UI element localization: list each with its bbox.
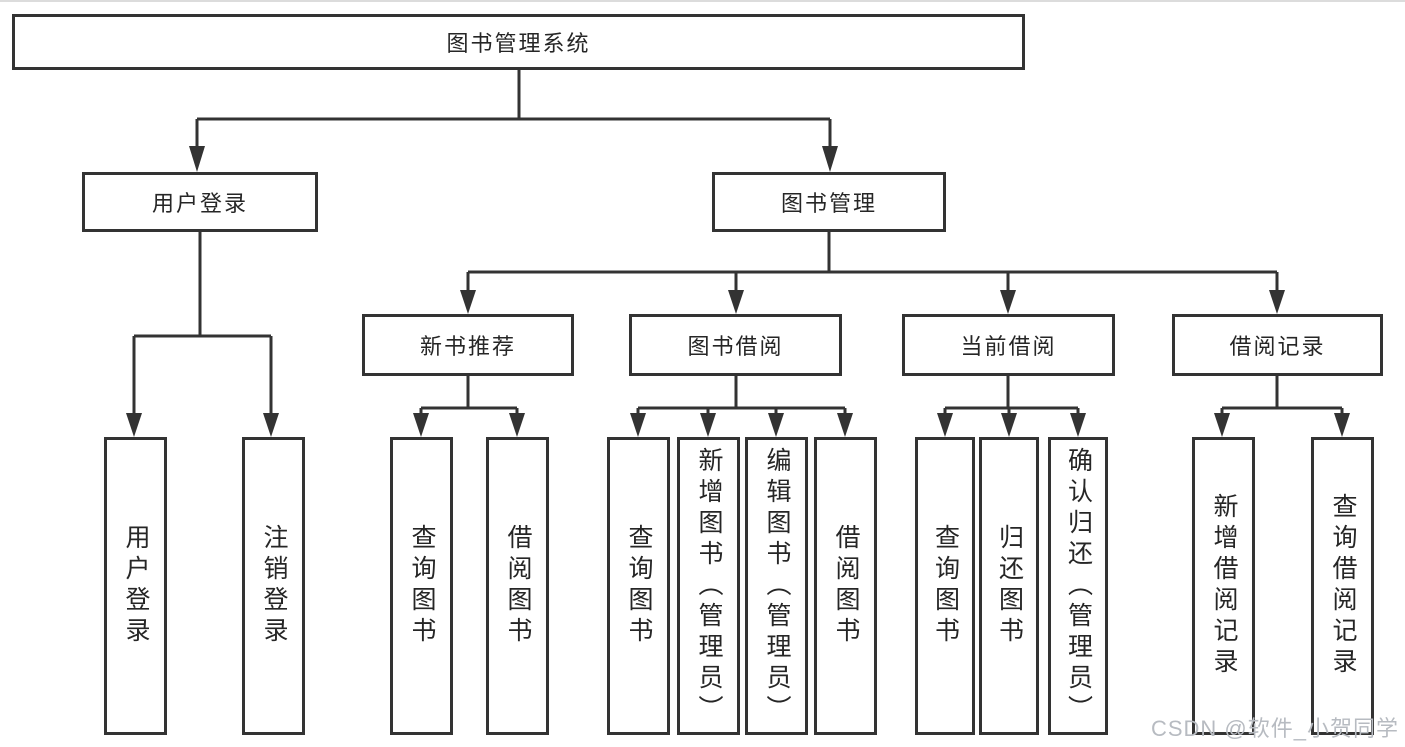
leaf-add-books-admin: 新增图书（管理员） xyxy=(677,437,740,735)
node-book-management: 图书管理 xyxy=(712,172,946,232)
leaf-label: 注销登录 xyxy=(260,524,288,648)
node-label: 当前借阅 xyxy=(960,334,1057,359)
leaf-confirm-return-admin: 确认归还（管理员） xyxy=(1048,437,1108,735)
leaf-label: 用户登录 xyxy=(122,524,150,648)
connector-strokes xyxy=(132,70,1344,416)
leaf-label: 查询图书 xyxy=(625,524,653,648)
node-label: 图书借阅 xyxy=(687,334,784,359)
node-library-management-system: 图书管理系统 xyxy=(12,14,1025,70)
leaf-query-books-borrow: 查询图书 xyxy=(607,437,670,735)
leaf-label: 确认归还（管理员） xyxy=(1064,446,1093,726)
node-new-book-recommend: 新书推荐 xyxy=(362,314,574,376)
leaf-return-books: 归还图书 xyxy=(979,437,1039,735)
page-top-divider xyxy=(0,0,1405,2)
csdn-watermark: CSDN @软件_小贺同学 xyxy=(1150,716,1399,741)
node-label: 借阅记录 xyxy=(1229,334,1326,359)
node-label: 新书推荐 xyxy=(419,334,516,359)
leaf-query-borrow-record: 查询借阅记录 xyxy=(1311,437,1374,735)
leaf-label: 查询图书 xyxy=(931,524,960,648)
leaf-edit-books-admin: 编辑图书（管理员） xyxy=(745,437,808,735)
leaf-label: 编辑图书（管理员） xyxy=(763,446,791,726)
leaf-label: 借阅图书 xyxy=(504,524,532,648)
node-label: 图书管理 xyxy=(780,191,877,216)
leaf-label: 新增借阅记录 xyxy=(1210,493,1238,679)
leaf-add-borrow-record: 新增借阅记录 xyxy=(1192,437,1255,735)
leaf-borrow-books: 借阅图书 xyxy=(814,437,877,735)
leaf-query-books-current: 查询图书 xyxy=(915,437,975,735)
node-label: 图书管理系统 xyxy=(446,31,591,56)
leaf-user-login: 用户登录 xyxy=(104,437,167,735)
leaf-logout: 注销登录 xyxy=(242,437,305,735)
leaf-label: 借阅图书 xyxy=(832,524,860,648)
leaf-query-books-recommend: 查询图书 xyxy=(390,437,453,735)
node-user-login: 用户登录 xyxy=(82,172,318,232)
node-book-borrow: 图书借阅 xyxy=(629,314,842,376)
node-current-borrow: 当前借阅 xyxy=(902,314,1115,376)
leaf-label: 查询图书 xyxy=(408,524,436,648)
arrowheads xyxy=(126,146,1350,437)
leaf-label: 归还图书 xyxy=(995,524,1024,648)
node-label: 用户登录 xyxy=(151,191,248,216)
node-borrow-records: 借阅记录 xyxy=(1172,314,1383,376)
leaf-label: 查询借阅记录 xyxy=(1329,493,1357,679)
leaf-label: 新增图书（管理员） xyxy=(695,446,723,726)
leaf-borrow-books-recommend: 借阅图书 xyxy=(486,437,549,735)
